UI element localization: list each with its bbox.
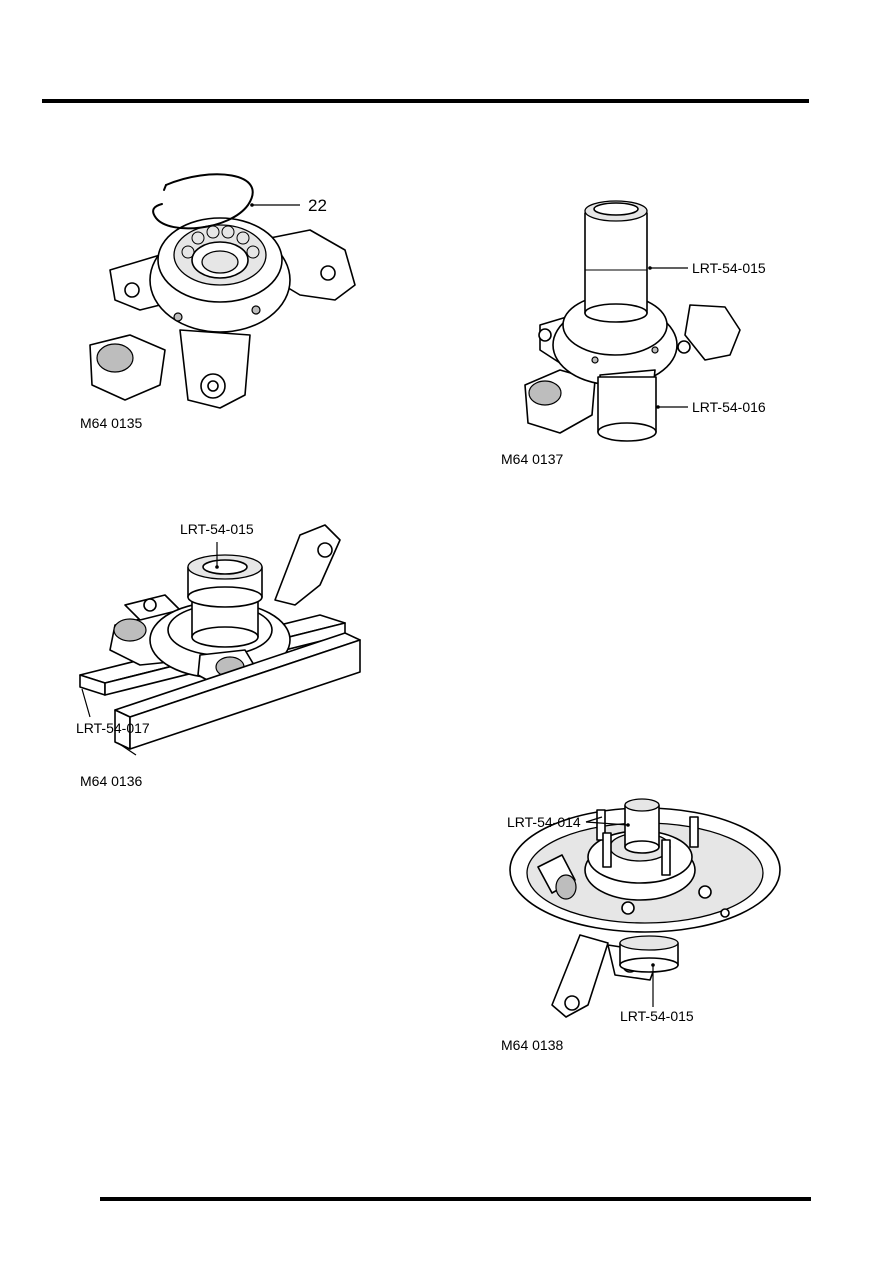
header-rule	[42, 99, 809, 103]
figure-m64-0137: LRT-54-015 LRT-54-016 M64 0137	[500, 195, 800, 475]
knuckle-support-bars-illustration	[79, 524, 361, 756]
figure-caption: M64 0137	[501, 451, 564, 467]
callout-hub-tool: LRT-54-014	[507, 814, 581, 830]
callout-tool-lower: LRT-54-016	[692, 399, 766, 415]
callout-circlip: 22	[308, 196, 327, 215]
figure-m64-0138: LRT-54-014 LRT-54-015 M64 0138	[500, 795, 800, 1060]
wheel-studs	[596, 809, 699, 876]
figure-caption: M64 0138	[501, 1037, 564, 1053]
hub-backplate-illustration	[509, 798, 781, 1018]
callout-support-bars: LRT-54-017	[76, 720, 150, 736]
figure-caption: M64 0136	[80, 773, 143, 789]
footer-rule	[100, 1197, 811, 1201]
figure-m64-0135: 22 M64 0135	[70, 160, 370, 440]
callout-press-tool: LRT-54-015	[180, 521, 254, 537]
figure-caption: M64 0135	[80, 415, 143, 431]
knuckle-press-tools-illustration	[524, 200, 741, 442]
callout-lower-tool: LRT-54-015	[620, 1008, 694, 1024]
knuckle-circlip-illustration	[89, 173, 356, 409]
figure-m64-0136: LRT-54-015 LRT-54-017 M64 0136	[70, 515, 370, 795]
callout-tool-upper: LRT-54-015	[692, 260, 766, 276]
